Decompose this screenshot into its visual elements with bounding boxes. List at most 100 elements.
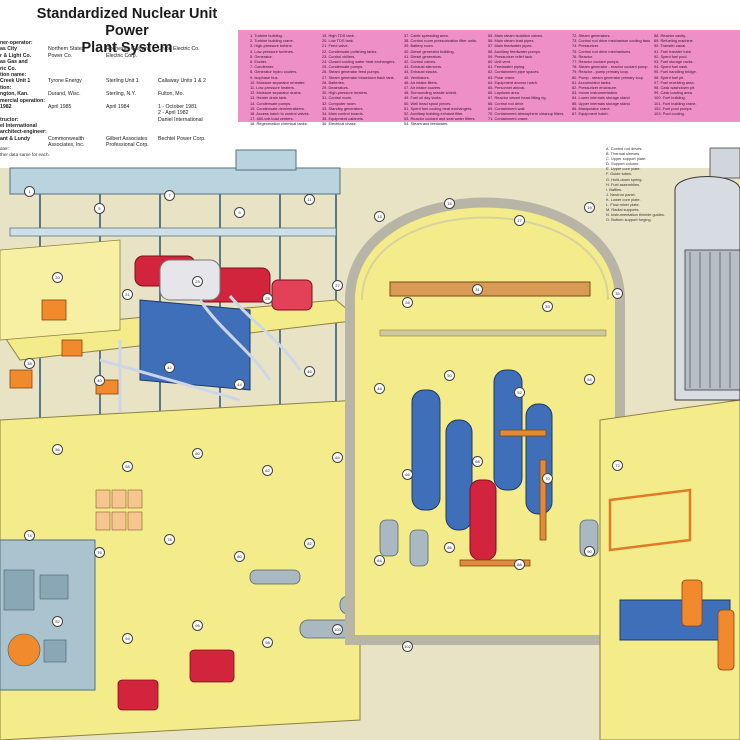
legend-item: 21. Feed valve.: [322, 43, 349, 49]
info-row: r & Light Co.Power Co.Electric Corp.: [0, 53, 236, 59]
legend-item: 103. Pool cooling.: [654, 111, 685, 117]
callout-number: 50: [444, 370, 455, 381]
legend-item: 59. Pressurizer relief tank.: [488, 53, 534, 59]
containment-dome: [345, 197, 625, 645]
legend-item: 87. Equipment hatch.: [572, 111, 609, 117]
info-cell-c1: Associates, Inc.: [48, 142, 85, 149]
callout-number: 11: [304, 194, 315, 205]
legend-item: 70. Containment atmosphere cleanup filte…: [488, 111, 565, 117]
legend-item: 29. Deaerators.: [322, 85, 349, 91]
info-cell-label: as Gas and: [0, 59, 28, 66]
info-cell-c1: Power Co.: [48, 52, 73, 59]
legend-item: 22. Condensate polishing tanks.: [322, 48, 378, 54]
callout-number: 13: [374, 211, 385, 222]
legend-item: 13. Heater drain tank.: [250, 95, 288, 101]
roof-structure: [235, 149, 297, 171]
legend-item: 58. Auxiliary feedwater pumps.: [488, 48, 541, 54]
info-cell-c1: Durand, Wisc.: [48, 91, 81, 98]
info-cell-c3: 2 - April 1982: [158, 110, 189, 117]
legend-band: [238, 30, 740, 122]
legend-item: 45. Ventilators.: [404, 74, 430, 80]
callout-number: 84: [374, 555, 385, 566]
legend-item: 40. Diesel generator building.: [404, 48, 455, 54]
callout-number: 15: [444, 198, 455, 209]
callout-number: 92: [52, 616, 63, 627]
callout-number: 46: [304, 366, 315, 377]
side-legend-item: G. Hold-down spring.: [606, 176, 643, 182]
callout-number: 44: [234, 379, 245, 390]
legend-item: 66. Laydown area.: [488, 90, 521, 96]
page-title: Standardized Nuclear Unit Power Plant Sy…: [14, 6, 240, 57]
info-row: Associates, Inc. Professional Corp.: [0, 142, 236, 148]
legend-item: 57. Main feedwater pipes.: [488, 43, 533, 49]
callout-number: 27: [332, 280, 343, 291]
legend-item: 10. Moisture separator reheater.: [250, 79, 306, 85]
legend-item: 62. Containment pipe spaces.: [488, 69, 540, 75]
legend-item: 1. Turbine building.: [250, 33, 283, 38]
callout-number: 74: [24, 530, 35, 541]
info-cell-c2: Electric Corp.: [106, 52, 138, 59]
side-legend-item: B. Thermal sleeves.: [606, 151, 641, 157]
info-row: as Gas and: [0, 59, 236, 65]
legend-item: 96. Spent fuel pit.: [654, 74, 685, 80]
info-cell-c2: Gilbert Associates: [106, 135, 148, 142]
legend-item: 19. High TDS tank.: [322, 33, 355, 38]
callout-number: 64: [332, 452, 343, 463]
callout-number: 35: [612, 288, 623, 299]
dome-inner-line: [361, 216, 609, 301]
crane-rail: [9, 227, 337, 237]
legend-item: 32. Computer room.: [322, 100, 357, 106]
info-cell-c2: Professional Corp.: [106, 142, 149, 149]
legend-item: 83. Incore instrumentation.: [572, 90, 619, 96]
legend-item: 20. Low TDS tank.: [322, 38, 354, 44]
title-line-2: Plant System: [81, 40, 173, 56]
left-wall: [0, 239, 121, 341]
legend-item: 100. Fuel building.: [654, 95, 686, 101]
info-row: mercial operation:: [0, 98, 236, 104]
legend-item: 9. Isophase bus.: [250, 74, 279, 80]
info-row: tructor:Daniel International: [0, 117, 236, 123]
info-cell-label: tion name:: [0, 71, 27, 78]
info-row: ngton, Kan.Durand, Wisc.Sterling, N.Y.Fu…: [0, 91, 236, 97]
turbine-generator: [134, 255, 313, 311]
legend-item: 75. Control rod drive mechanisms.: [572, 48, 632, 54]
info-cell-label: ric Co.: [0, 65, 17, 72]
callout-number: 54: [584, 374, 595, 385]
callout-number: 21: [122, 289, 133, 300]
callout-number: 98: [262, 637, 273, 648]
legend-item: 7. Condenser.: [250, 64, 275, 70]
legend-item: 11. Low-pressure heaters.: [250, 85, 295, 91]
info-cell-label: mercial operation:: [0, 97, 45, 104]
legend-item: 52. Auxiliary building exhaust filter.: [404, 111, 464, 117]
site-plan-inset: [0, 539, 96, 691]
legend-column: 37. Cable spreading area.38. Control roo…: [404, 33, 482, 127]
info-cell-c3: Callaway Units 1 & 2: [158, 78, 206, 85]
polar-crane: [389, 281, 591, 297]
legend-column: 88. Reactor cavity.89. Refueling machine…: [654, 33, 732, 116]
callout-number: 70: [542, 473, 553, 484]
info-cell-label: tructor:: [0, 116, 19, 123]
callout-number: 38: [24, 358, 35, 369]
legend-item: 79. Reactor - pump primary loop.: [572, 69, 629, 75]
legend-item: 94. Spent fuel cask.: [654, 64, 689, 70]
callout-number: 76: [94, 547, 105, 558]
side-legend-item: I. Baffles.: [606, 186, 623, 192]
legend-item: 28. Batteries.: [322, 79, 345, 85]
callout-number: 100: [332, 624, 343, 635]
legend-item: 73. Control rod drive mechanism cooling …: [572, 38, 650, 44]
info-cell-c3: Union Electric Co.: [158, 46, 200, 53]
callout-number: 33: [542, 301, 553, 312]
callout-number: 78: [164, 534, 175, 545]
legend-item: 86. Manipulator crane.: [572, 105, 611, 111]
legend-item: 23. Control chillers.: [322, 53, 356, 59]
info-cell-label: 1982: [0, 103, 12, 110]
reactor-vessel: [469, 479, 497, 561]
info-cell-c3: Bechtel Power Corp.: [158, 135, 206, 142]
side-legend-item: E. Upper core plate.: [606, 166, 641, 172]
info-row: 2 - April 1982: [0, 110, 236, 116]
